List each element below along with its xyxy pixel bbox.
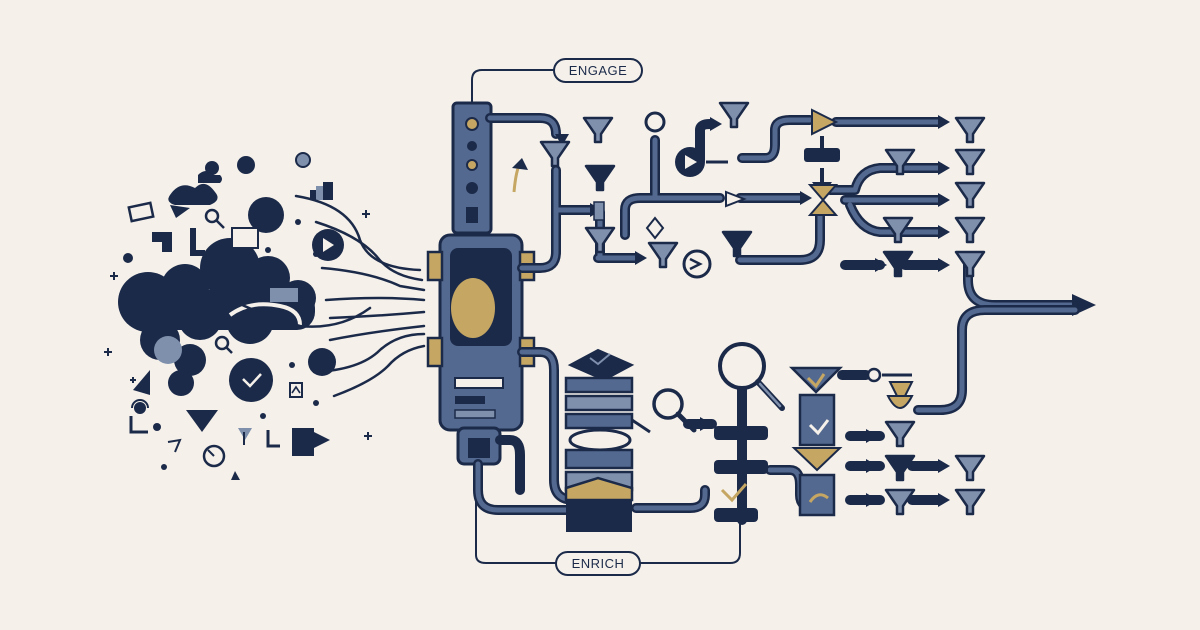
engage-label: ENGAGE xyxy=(471,58,643,104)
magnifier-icon xyxy=(644,111,666,133)
stack-icon xyxy=(564,348,651,532)
engage-pipeline xyxy=(485,101,1096,316)
raw-data-cloud xyxy=(104,152,426,480)
enrich-pipeline xyxy=(473,305,1080,532)
enrich-label: ENRICH xyxy=(475,500,741,576)
magnifier-icon xyxy=(652,342,785,433)
processing-machine xyxy=(426,101,536,466)
enrich-text: ENRICH xyxy=(572,556,625,571)
funnel-icon xyxy=(539,101,986,278)
check-icon xyxy=(788,366,844,517)
engage-text: ENGAGE xyxy=(569,63,628,78)
